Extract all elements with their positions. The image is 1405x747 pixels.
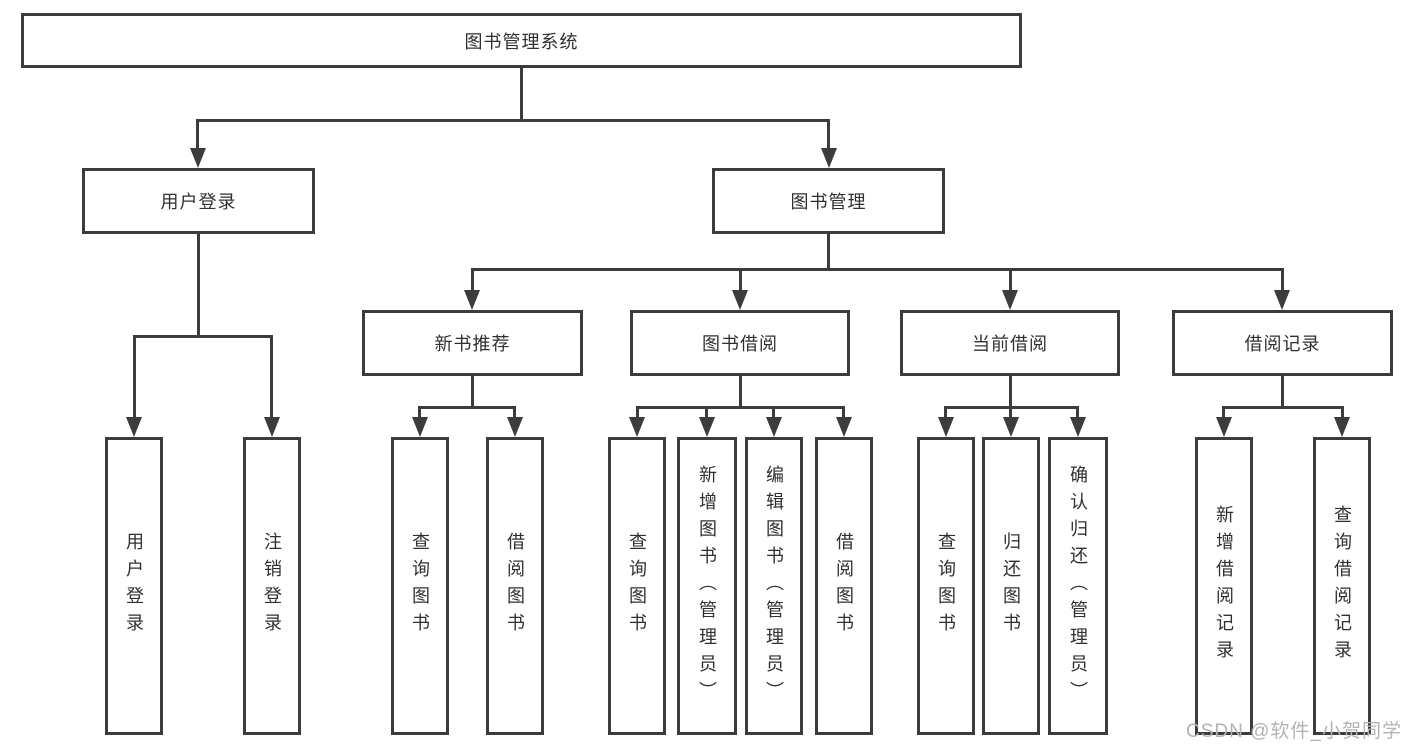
arrowhead-icon	[1334, 417, 1350, 437]
connector-line	[270, 335, 273, 420]
leaf-label: 新增图书（管理员）	[697, 464, 717, 708]
leaf-label: 查询图书	[410, 532, 430, 640]
leaf-query-books-borrowing: 查询图书	[608, 437, 666, 735]
node-borrowing-records: 借阅记录	[1172, 310, 1393, 376]
connector-line	[739, 376, 742, 408]
arrowhead-icon	[190, 148, 206, 168]
csdn-watermark: CSDN @软件_小贺同学	[1186, 721, 1402, 742]
connector-line	[944, 406, 947, 420]
arrowhead-icon	[412, 417, 428, 437]
leaf-label: 确认归还（管理员）	[1068, 464, 1088, 708]
arrowhead-icon	[507, 417, 523, 437]
arrowhead-icon	[821, 148, 837, 168]
node-label: 新书推荐	[434, 334, 511, 354]
leaf-label: 查询图书	[936, 532, 956, 640]
node-library-management-system: 图书管理系统	[21, 13, 1022, 68]
connector-line	[1341, 406, 1344, 420]
connector-line	[197, 234, 200, 337]
leaf-edit-books-admin: 编辑图书（管理员）	[745, 437, 803, 735]
connector-line	[636, 406, 639, 420]
leaf-label: 注销登录	[262, 532, 282, 640]
leaf-return-books: 归还图书	[982, 437, 1040, 735]
leaf-label: 编辑图书（管理员）	[764, 464, 784, 708]
connector-line	[1281, 376, 1284, 408]
arrowhead-icon	[629, 417, 645, 437]
connector-line	[471, 268, 1283, 271]
connector-line	[520, 68, 523, 120]
leaf-label: 归还图书	[1001, 532, 1021, 640]
leaf-logout: 注销登录	[243, 437, 301, 735]
node-label: 借阅记录	[1244, 334, 1321, 354]
arrowhead-icon	[1003, 417, 1019, 437]
leaf-label: 查询借阅记录	[1332, 505, 1352, 667]
connector-line	[133, 335, 273, 338]
arrowhead-icon	[1002, 290, 1018, 310]
connector-line	[636, 406, 845, 409]
arrowhead-icon	[464, 290, 480, 310]
node-label: 当前借阅	[972, 334, 1048, 354]
connector-line	[772, 406, 775, 420]
node-label: 图书管理	[790, 192, 867, 212]
node-user-login: 用户登录	[82, 168, 315, 234]
connector-line	[705, 406, 708, 420]
connector-line	[1222, 406, 1343, 409]
node-book-borrowing: 图书借阅	[630, 310, 850, 376]
arrowhead-icon	[264, 417, 280, 437]
node-current-borrowing: 当前借阅	[900, 310, 1120, 376]
leaf-label: 借阅图书	[505, 532, 525, 640]
arrowhead-icon	[1070, 417, 1086, 437]
arrowhead-icon	[126, 417, 142, 437]
leaf-label: 借阅图书	[834, 532, 854, 640]
connector-line	[827, 119, 830, 151]
leaf-user-login: 用户登录	[105, 437, 163, 735]
connector-line	[196, 119, 830, 122]
connector-line	[471, 268, 474, 293]
leaf-query-books-current: 查询图书	[917, 437, 975, 735]
leaf-borrow-books-recommend: 借阅图书	[486, 437, 544, 735]
arrowhead-icon	[766, 417, 782, 437]
node-new-book-recommendation: 新书推荐	[362, 310, 583, 376]
connector-line	[418, 406, 516, 409]
node-label: 图书借阅	[702, 334, 778, 354]
leaf-query-borrow-record: 查询借阅记录	[1313, 437, 1371, 735]
arrowhead-icon	[1216, 417, 1232, 437]
leaf-query-books-recommend: 查询图书	[391, 437, 449, 735]
node-label: 图书管理系统	[464, 31, 579, 52]
connector-line	[196, 119, 199, 151]
leaf-confirm-return-admin: 确认归还（管理员）	[1048, 437, 1108, 735]
leaf-label: 新增借阅记录	[1214, 505, 1234, 667]
arrowhead-icon	[938, 417, 954, 437]
connector-line	[739, 268, 742, 293]
connector-line	[418, 406, 421, 420]
arrowhead-icon	[699, 417, 715, 437]
connector-line	[1009, 406, 1012, 420]
connector-line	[513, 406, 516, 420]
arrowhead-icon	[1274, 290, 1290, 310]
leaf-label: 用户登录	[124, 532, 144, 640]
leaf-add-books-admin: 新增图书（管理员）	[677, 437, 737, 735]
connector-line	[1281, 268, 1284, 293]
leaf-add-borrow-record: 新增借阅记录	[1195, 437, 1253, 735]
connector-line	[1009, 268, 1012, 293]
leaf-label: 查询图书	[627, 532, 647, 640]
connector-line	[1076, 406, 1079, 420]
connector-line	[1009, 376, 1012, 408]
connector-line	[133, 335, 136, 420]
connector-line	[1222, 406, 1225, 420]
arrowhead-icon	[732, 290, 748, 310]
connector-line	[471, 376, 474, 408]
node-label: 用户登录	[160, 192, 237, 212]
node-book-management: 图书管理	[712, 168, 945, 234]
arrowhead-icon	[836, 417, 852, 437]
connector-line	[827, 234, 830, 270]
leaf-borrow-books-borrowing: 借阅图书	[815, 437, 873, 735]
connector-line	[842, 406, 845, 420]
